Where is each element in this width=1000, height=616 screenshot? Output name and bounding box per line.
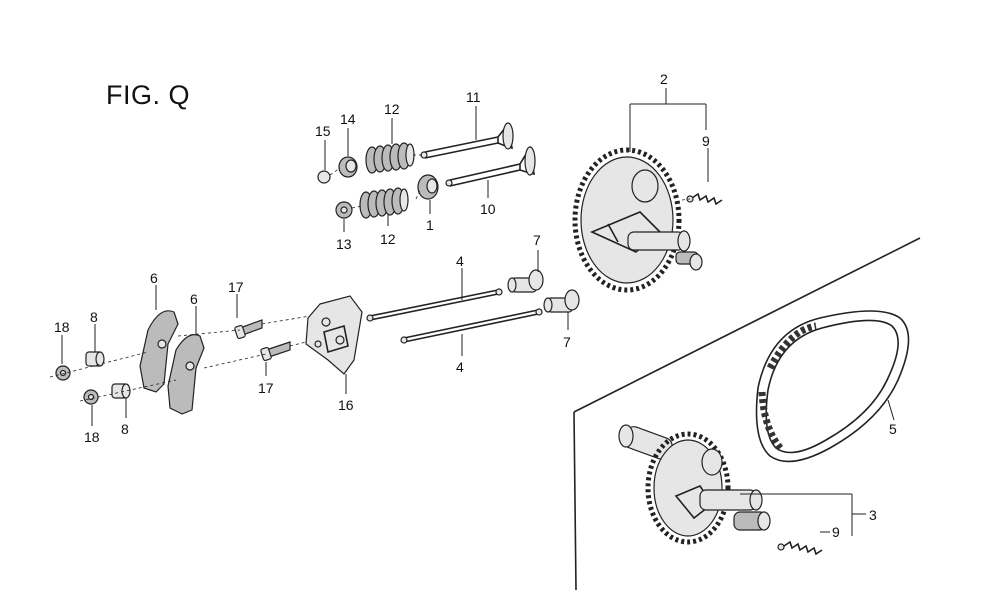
- callout-16: 16: [338, 397, 354, 413]
- callout-8-upper: 8: [90, 309, 98, 325]
- tappet-upper: [507, 269, 544, 293]
- nut-upper: [55, 365, 71, 381]
- tappet-lower: [543, 289, 580, 313]
- callout-2: 2: [660, 71, 668, 87]
- decomp-spring-lower: [777, 540, 823, 556]
- callout-17-lower: 17: [258, 380, 274, 396]
- callout-9-lower: 9: [832, 524, 840, 540]
- callout-18-lower: 18: [84, 429, 100, 445]
- push-rod-upper: [366, 288, 503, 322]
- push-rod-guide-plate: [305, 295, 363, 375]
- callout-11: 11: [466, 89, 481, 105]
- callout-1: 1: [426, 217, 434, 233]
- timing-belt: [755, 310, 910, 463]
- callout-3: 3: [869, 507, 877, 523]
- valve-spring-lower: [359, 187, 409, 219]
- callout-4-lower: 4: [456, 359, 464, 375]
- camshaft-gear: [572, 147, 703, 293]
- callout-18-upper: 18: [54, 319, 70, 335]
- valve-intake: [420, 122, 514, 159]
- rocker-arm-lower: [167, 334, 205, 415]
- callout-6-left: 6: [150, 270, 158, 286]
- leader-lines: [61, 88, 895, 536]
- valve-spring-upper: [365, 142, 415, 174]
- valve-cap: [317, 170, 331, 184]
- assembly-lines: [49, 154, 691, 402]
- callout-15: 15: [315, 123, 331, 139]
- rocker-pivot-bolt-lower: [260, 341, 291, 362]
- rocker-arm-upper: [139, 310, 179, 393]
- inset-panel-border: [573, 237, 921, 591]
- valve-stem-seal: [417, 174, 439, 200]
- figure-title: FIG. Q: [106, 80, 190, 110]
- callout-14: 14: [340, 111, 356, 127]
- callout-6-right: 6: [190, 291, 198, 307]
- callout-4-upper: 4: [456, 253, 464, 269]
- spring-retainer: [338, 156, 358, 178]
- push-rod-lower: [400, 308, 543, 344]
- callout-12-lower: 12: [380, 231, 396, 247]
- callout-13: 13: [336, 236, 352, 252]
- callout-9-upper: 9: [702, 133, 710, 149]
- nut-lower: [83, 389, 99, 405]
- callout-10: 10: [480, 201, 496, 217]
- callout-8-lower: 8: [121, 421, 129, 437]
- rocker-pivot-bolt-upper: [234, 319, 263, 340]
- spring-seat: [335, 201, 353, 219]
- camshaft-pulley: [618, 424, 771, 545]
- callout-7-upper: 7: [533, 232, 541, 248]
- collar-upper: [85, 351, 105, 367]
- callout-labels: 2 9 11 15 14 12 10 13 12 1 7 4 7 4 6 6 1…: [54, 71, 897, 540]
- valve-exhaust: [445, 145, 536, 187]
- callout-17-upper: 17: [228, 279, 244, 295]
- callout-5: 5: [889, 421, 897, 437]
- decomp-spring-upper: [686, 192, 723, 206]
- callout-7-lower: 7: [563, 334, 571, 350]
- callout-12-upper: 12: [384, 101, 400, 117]
